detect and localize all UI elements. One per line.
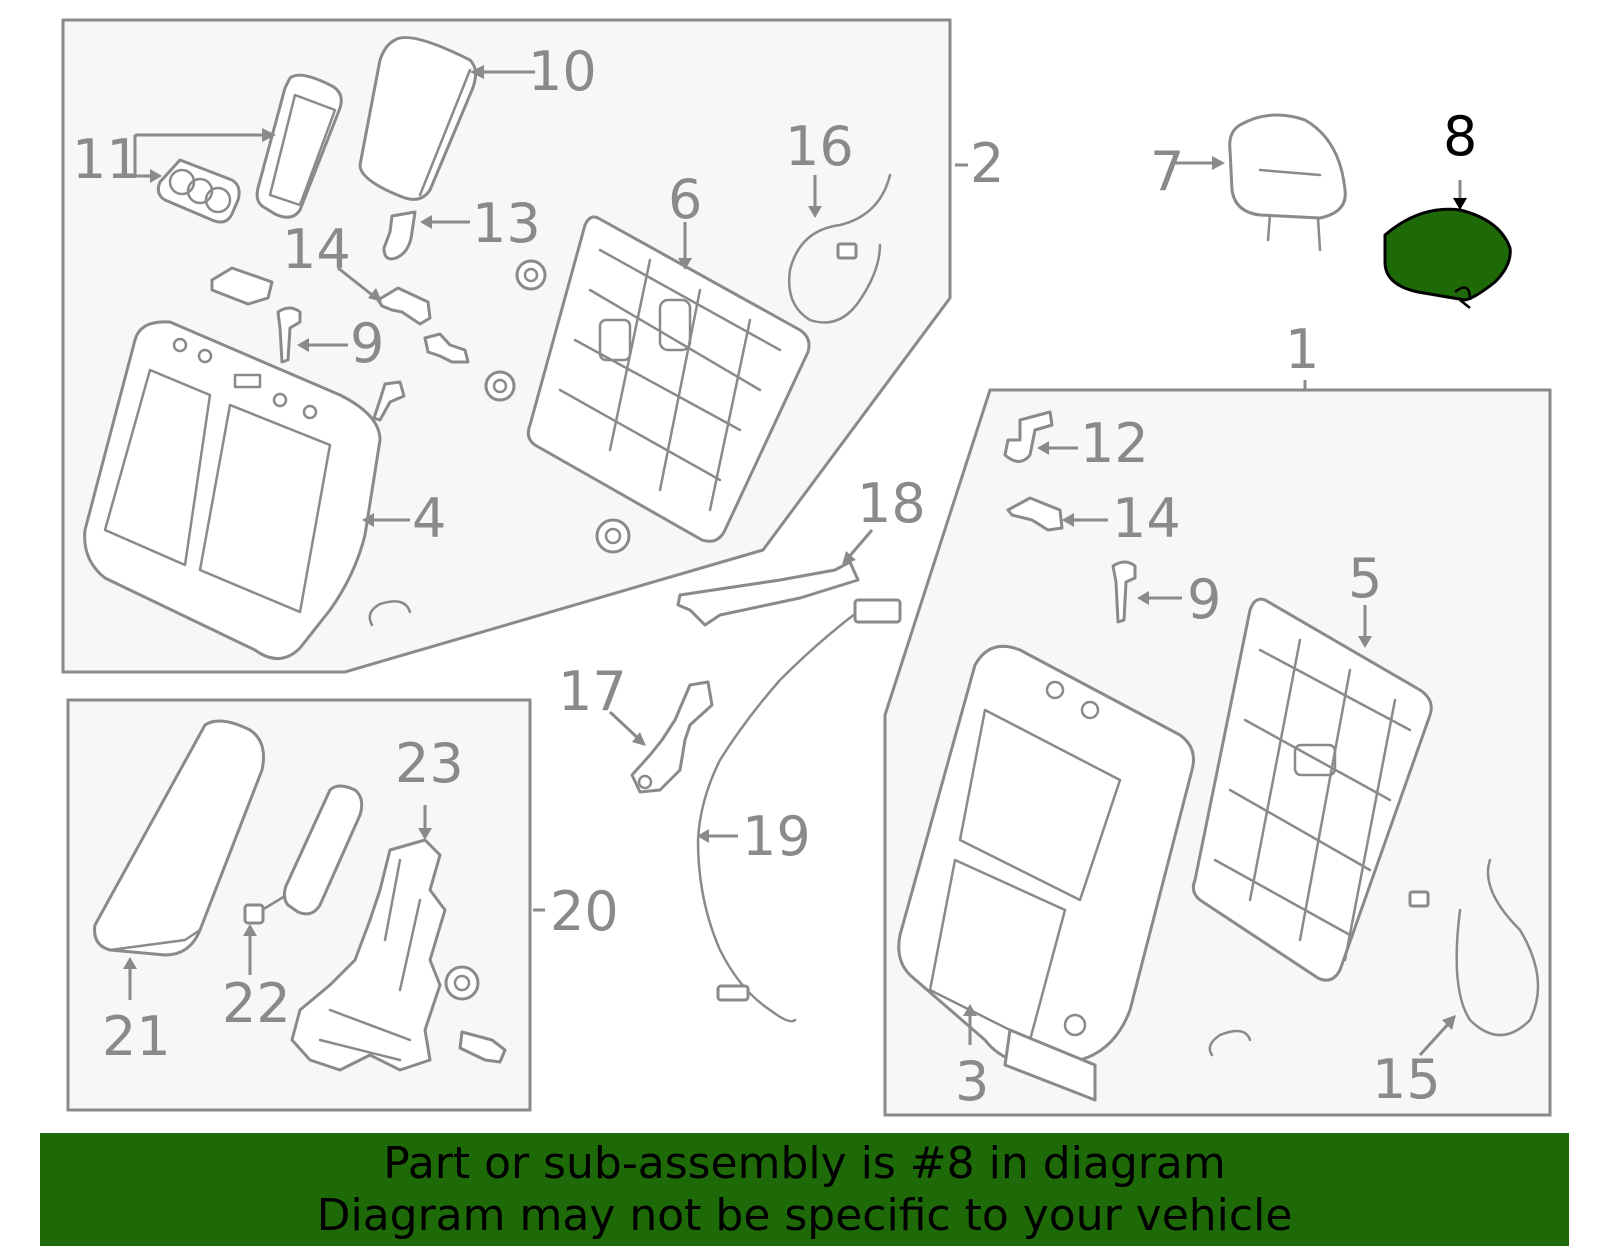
part-18-bracket[interactable]: [676, 560, 860, 627]
part-5-seatback-frame[interactable]: [1191, 597, 1433, 982]
callout-21[interactable]: 21: [102, 1005, 171, 1068]
part-13-hook[interactable]: [382, 210, 417, 261]
part-22-sensor-tube[interactable]: [243, 784, 364, 925]
info-banner: Part or sub-assembly is #8 in diagram Di…: [40, 1133, 1569, 1246]
callout-10[interactable]: 10: [528, 40, 597, 103]
part-16-wire-harness[interactable]: [787, 173, 892, 324]
part-9-clip-upper[interactable]: [276, 306, 302, 364]
callout-19[interactable]: 19: [742, 805, 811, 868]
leader-lines: [123, 65, 1467, 1057]
part-14-bracket-upper[interactable]: [210, 266, 432, 326]
callout-labels: 10 11 2 13 14 9 6 16 4 7 8 1 12 14 9 5 3…: [72, 40, 1477, 1113]
part-19-cable[interactable]: [696, 598, 902, 1023]
callout-14-right[interactable]: 14: [1112, 487, 1181, 550]
part-3-seatback-cushion[interactable]: [897, 644, 1195, 1102]
part-11-cupholder-trim[interactable]: [156, 73, 343, 224]
part-12-hook[interactable]: [1003, 410, 1054, 463]
callout-18[interactable]: 18: [857, 472, 926, 535]
callout-9-right[interactable]: 9: [1187, 568, 1221, 631]
callout-4[interactable]: 4: [412, 487, 446, 550]
callout-13[interactable]: 13: [472, 192, 541, 255]
part-9-clip-right[interactable]: [1111, 560, 1137, 624]
callout-17[interactable]: 17: [558, 660, 627, 723]
callout-6[interactable]: 6: [668, 168, 702, 231]
part-7-headrest[interactable]: [1228, 113, 1347, 252]
part-4-seatback-cushion[interactable]: [83, 320, 382, 660]
part-21-armrest[interactable]: [93, 719, 265, 957]
part-17-bracket[interactable]: [630, 680, 714, 794]
callout-22[interactable]: 22: [222, 972, 291, 1035]
fasteners-upper: [368, 259, 631, 627]
callout-16[interactable]: 16: [785, 115, 854, 178]
callout-11[interactable]: 11: [72, 128, 141, 191]
callout-3[interactable]: 3: [955, 1050, 989, 1113]
callout-9-upper[interactable]: 9: [350, 312, 384, 375]
banner-line-1: Part or sub-assembly is #8 in diagram: [383, 1137, 1226, 1189]
callout-20[interactable]: 20: [550, 880, 619, 943]
callout-2[interactable]: 2: [970, 132, 1004, 195]
callout-12[interactable]: 12: [1080, 412, 1149, 475]
part-14-bracket-right[interactable]: [1006, 496, 1064, 532]
part-6-seatback-frame[interactable]: [526, 215, 811, 543]
banner-line-2: Diagram may not be specific to your vehi…: [316, 1189, 1293, 1241]
part-23-hinge[interactable]: [290, 838, 507, 1072]
callout-15[interactable]: 15: [1372, 1048, 1441, 1111]
part-8-highlighted-cushion[interactable]: [1383, 207, 1512, 309]
part-15-wire[interactable]: [1208, 858, 1540, 1057]
callout-8[interactable]: 8: [1443, 105, 1477, 168]
callout-23[interactable]: 23: [395, 732, 464, 795]
part-10-armrest-pad[interactable]: [358, 36, 477, 201]
callout-5[interactable]: 5: [1348, 547, 1382, 610]
callout-14-upper[interactable]: 14: [282, 218, 351, 281]
callout-1[interactable]: 1: [1285, 318, 1319, 381]
callout-7[interactable]: 7: [1150, 140, 1184, 203]
